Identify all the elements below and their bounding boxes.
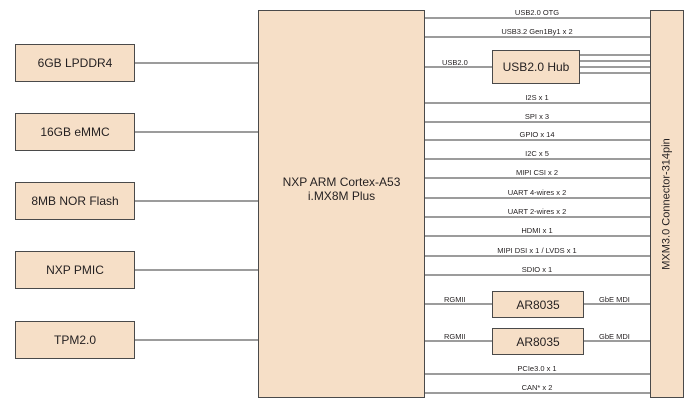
mxm-connector-label: MXM3.0 Connector-314pin bbox=[661, 138, 673, 270]
signal-i2c: I2C x 5 bbox=[525, 149, 549, 158]
signal-mipi-csi: MIPI CSI x 2 bbox=[515, 168, 559, 177]
tpm-block: TPM2.0 bbox=[15, 321, 135, 359]
signal-sdio: SDIO x 1 bbox=[521, 265, 553, 274]
cpu-name: NXP ARM Cortex-A53 bbox=[282, 175, 401, 189]
signal-pcie: PCIe3.0 x 1 bbox=[517, 364, 557, 373]
nor-flash-block: 8MB NOR Flash bbox=[15, 182, 135, 220]
phy-1-output-label: GbE MDI bbox=[599, 295, 630, 304]
signal-mipi-dsi: MIPI DSI x 1 / LVDS x 1 bbox=[497, 246, 577, 255]
signal-usb32: USB3.2 Gen1By1 x 2 bbox=[501, 27, 573, 36]
signal-i2s: I2S x 1 bbox=[525, 93, 549, 102]
mxm-connector-block: MXM3.0 Connector-314pin bbox=[650, 10, 684, 398]
signal-spi: SPI x 3 bbox=[524, 112, 550, 121]
signal-can: CAN* x 2 bbox=[521, 383, 553, 392]
lpddr4-block: 6GB LPDDR4 bbox=[15, 44, 135, 82]
hub-input-label: USB2.0 bbox=[442, 58, 468, 67]
phy-2-block: AR8035 bbox=[492, 328, 584, 355]
emmc-block: 16GB eMMC bbox=[15, 113, 135, 151]
cpu-model: i.MX8M Plus bbox=[307, 189, 376, 203]
phy-1-block: AR8035 bbox=[492, 291, 584, 318]
usb-hub-block: USB2.0 Hub bbox=[492, 50, 580, 84]
phy-2-output-label: GbE MDI bbox=[599, 332, 630, 341]
signal-gpio: GPIO x 14 bbox=[519, 130, 555, 139]
pmic-block: NXP PMIC bbox=[15, 251, 135, 289]
signal-hdmi: HDMI x 1 bbox=[521, 226, 553, 235]
phy-1-input-label: RGMII bbox=[444, 295, 466, 304]
cpu-block: NXP ARM Cortex-A53 i.MX8M Plus bbox=[258, 10, 425, 398]
signal-usb-otg: USB2.0 OTG bbox=[514, 8, 560, 17]
signal-uart2: UART 2-wires x 2 bbox=[507, 207, 567, 216]
phy-2-input-label: RGMII bbox=[444, 332, 466, 341]
signal-uart4: UART 4-wires x 2 bbox=[507, 188, 567, 197]
